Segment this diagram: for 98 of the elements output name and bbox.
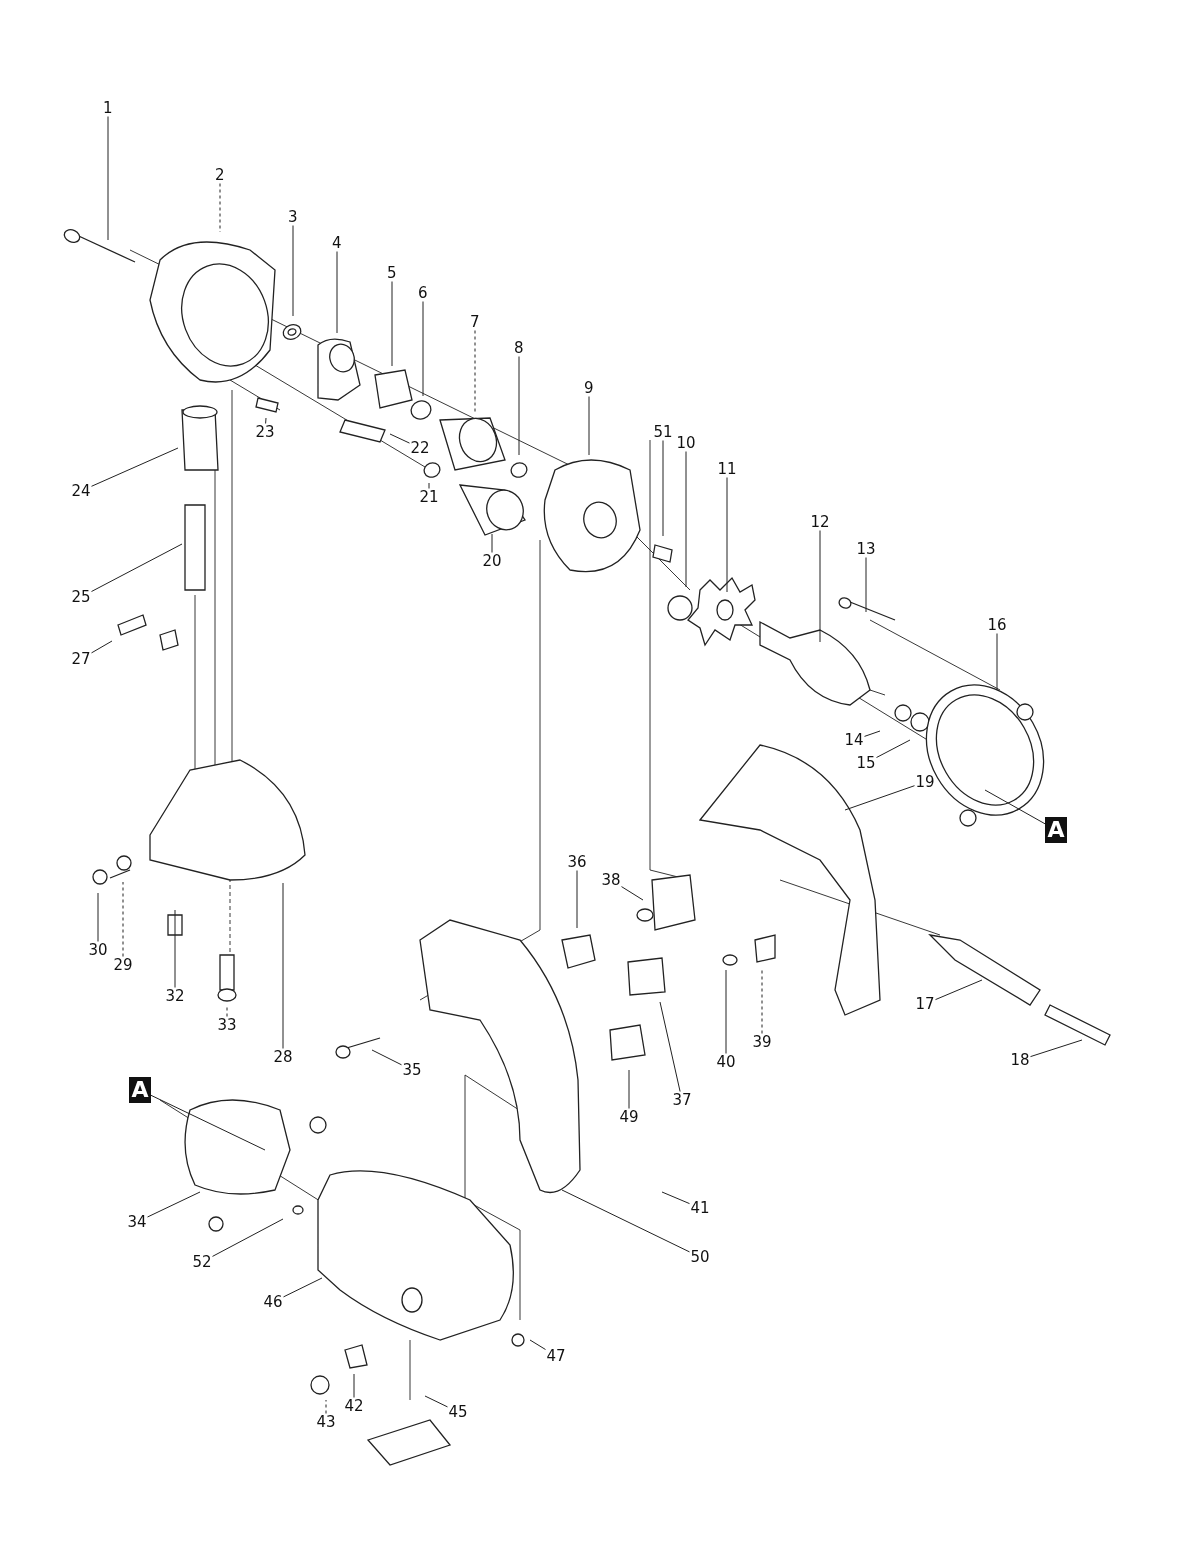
callout-number: 3 [287,208,299,226]
callout-number: 20 [481,552,503,570]
leader-line [389,433,410,444]
leader-line [819,530,821,643]
callout-number: 49 [618,1108,640,1126]
leader-line [91,543,183,592]
callout-number: 51 [652,423,674,441]
callout-number: 45 [447,1403,469,1421]
leader-line [283,1277,323,1298]
leader-line [292,225,294,317]
leader-line [628,1069,630,1109]
callout-number: 47 [545,1347,567,1365]
leader-line [474,330,476,413]
callout-number: 15 [855,754,877,772]
leader-line [661,1191,690,1205]
leader-line [1030,1039,1083,1058]
callout-number: 32 [164,987,186,1005]
callout-number: 43 [315,1413,337,1431]
leader-line [491,533,493,553]
callout-number: 50 [689,1248,711,1266]
callout-number: 27 [70,650,92,668]
callout-number: 52 [191,1253,213,1271]
leader-line [935,979,983,1001]
leader-line [865,557,867,613]
leader-line [226,1006,228,1017]
reference-marker: A [1045,817,1067,843]
leader-line [561,1189,690,1253]
leader-line [424,1395,448,1408]
callout-number: 29 [112,956,134,974]
leader-line [282,882,284,1049]
callout-number: 14 [843,731,865,749]
leader-line [876,739,911,758]
leader-line [212,1218,284,1257]
leader-line [97,892,99,942]
leader-line [996,633,998,691]
leader-line [518,356,520,456]
leader-line [91,640,113,654]
callout-number: 30 [87,941,109,959]
leader-line [122,881,124,957]
leader-line [428,482,430,489]
callout-number: 6 [417,284,429,302]
leader-line [726,477,728,593]
callout-number: 28 [272,1048,294,1066]
leader-line [844,785,915,811]
callout-number: 46 [262,1293,284,1311]
leader-line [353,1373,355,1398]
callout-number: 5 [386,264,398,282]
callout-number: 19 [914,773,936,791]
callout-number: 35 [401,1061,423,1079]
leader-line [174,909,176,988]
leader-line [984,789,1046,825]
callout-number: 17 [914,995,936,1013]
callout-number: 1 [102,99,114,117]
leader-line [107,116,109,241]
leader-line [659,1001,681,1092]
callout-number: 12 [809,513,831,531]
callout-number: 24 [70,482,92,500]
callout-number: 16 [986,616,1008,634]
callout-number: 2 [214,166,226,184]
callout-number: 41 [689,1199,711,1217]
reference-marker: A [129,1077,151,1103]
callout-number: 22 [409,439,431,457]
leader-line [391,281,393,367]
leader-line [588,396,590,456]
callout-number: 8 [513,339,525,357]
callout-number: 39 [751,1033,773,1051]
leader-line [422,301,424,397]
leader-line [864,730,881,737]
callout-number: 33 [216,1016,238,1034]
leader-line [265,417,267,424]
leader-line [150,1094,266,1151]
leader-line [529,1339,546,1350]
callout-number: 34 [126,1213,148,1231]
leader-line [685,451,687,588]
callout-number: 7 [469,313,481,331]
leader-line [371,1049,402,1066]
leader-line [91,447,179,487]
leader-line [662,440,664,537]
callout-number: 4 [331,234,343,252]
leader-line [147,1191,201,1218]
callout-number: 37 [671,1091,693,1109]
callout-number: 10 [675,434,697,452]
callout-number: 13 [855,540,877,558]
callout-number: 18 [1009,1051,1031,1069]
leader-line [725,969,727,1054]
callout-number: 38 [600,871,622,889]
callout-number: 25 [70,588,92,606]
leader-line [336,251,338,334]
callout-number: 40 [715,1053,737,1071]
leader-line [325,1399,327,1414]
leader-line [621,886,644,901]
leader-line [576,870,578,929]
callout-number: 21 [418,488,440,506]
callout-number: 11 [716,460,738,478]
callout-number: 23 [254,423,276,441]
callout-number: 36 [566,853,588,871]
callout-number: 9 [583,379,595,397]
callout-number: 42 [343,1397,365,1415]
